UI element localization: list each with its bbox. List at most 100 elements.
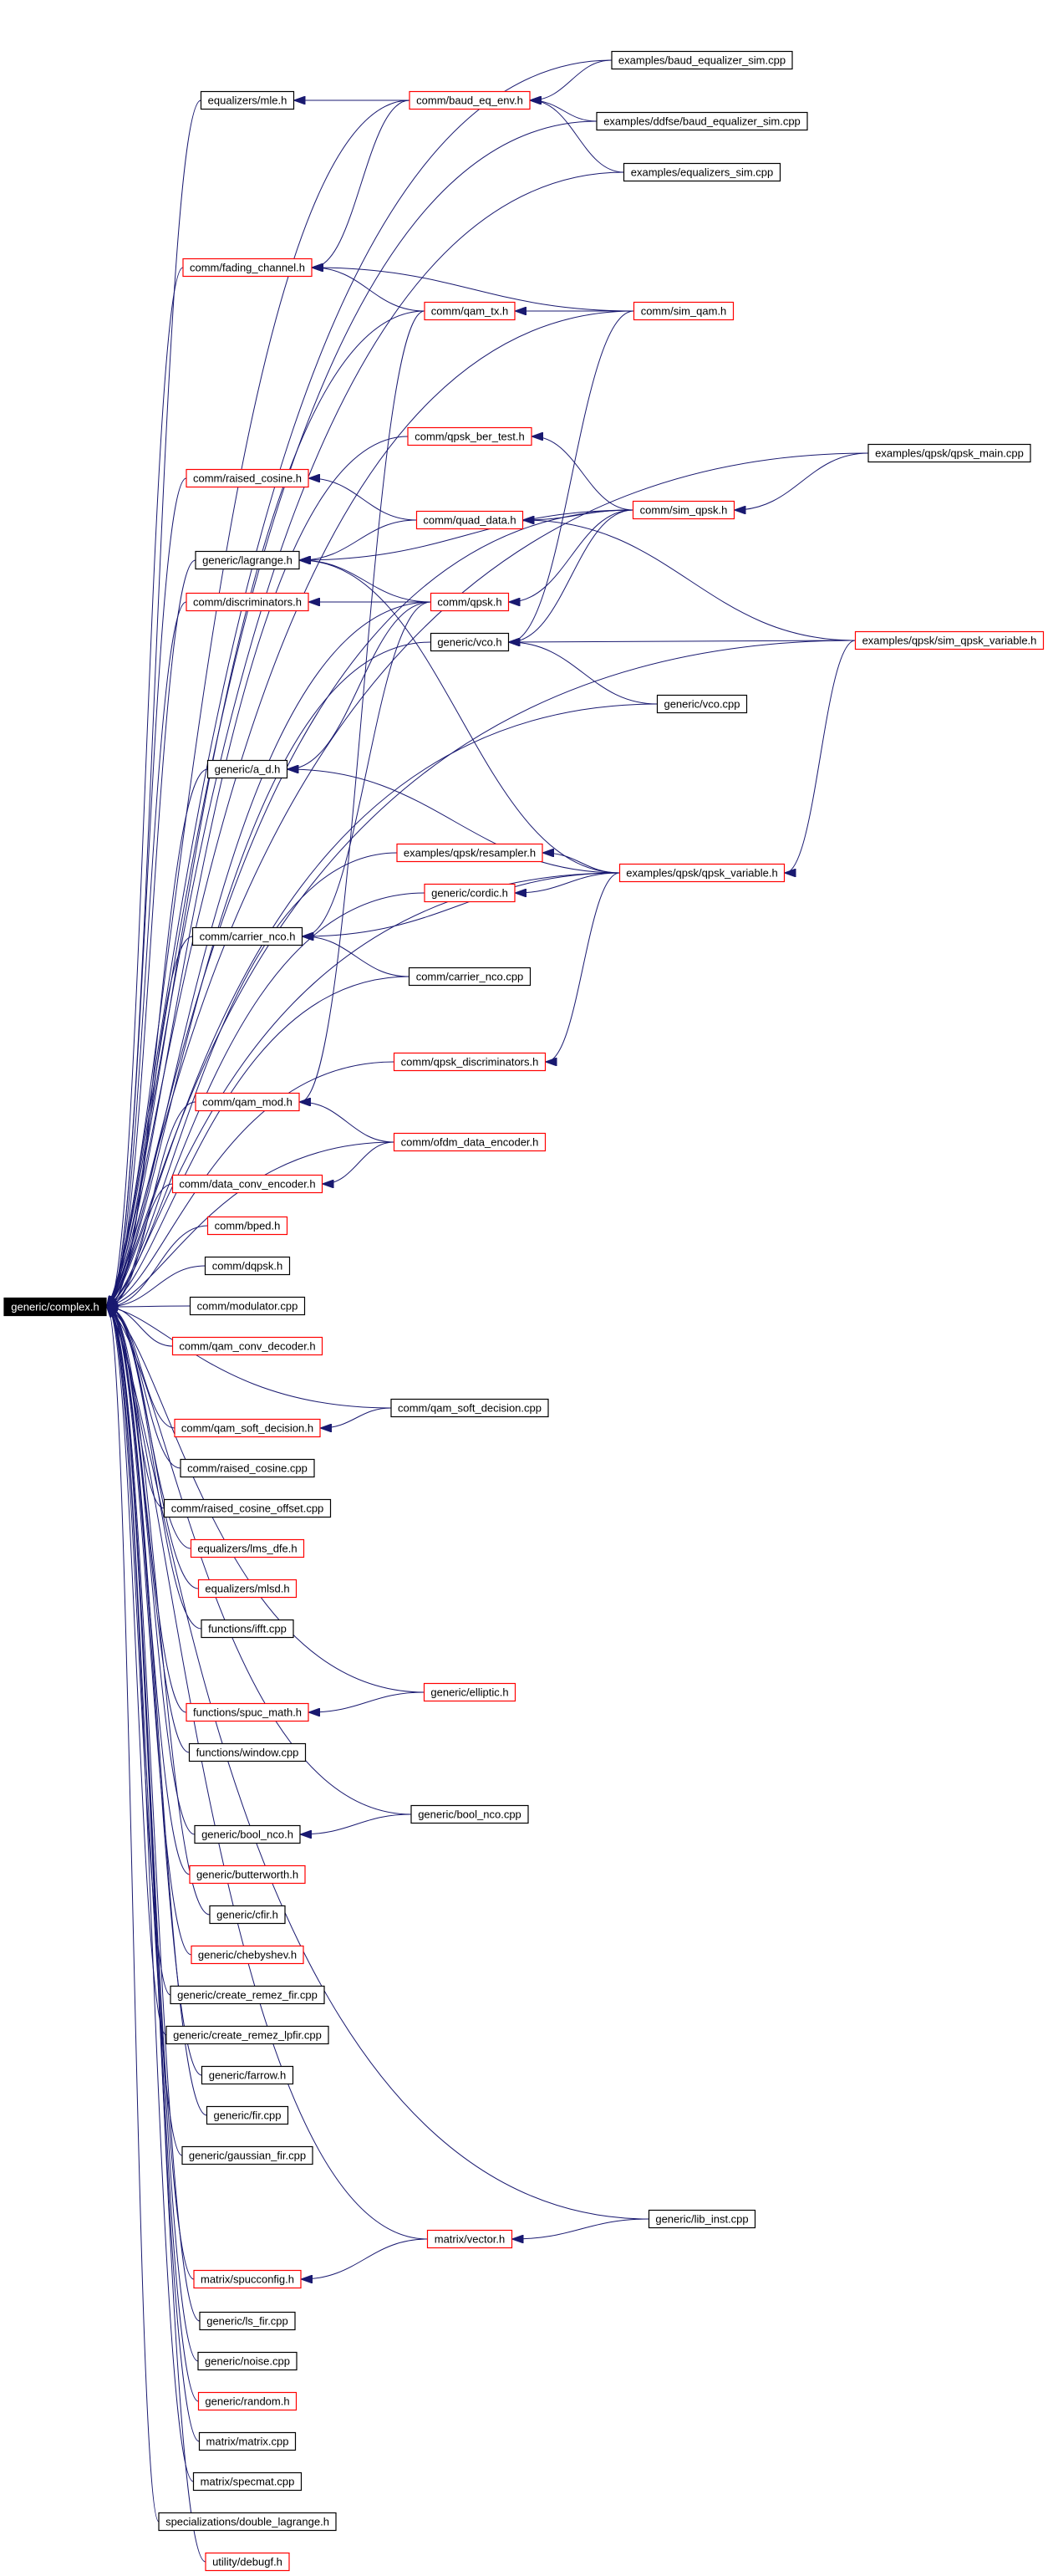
edge-generic-ls-fir-cpp-to-generic-complex-h bbox=[107, 1307, 201, 2322]
node-label: matrix/matrix.cpp bbox=[206, 2436, 289, 2448]
node-matrix-vector-h[interactable]: matrix/vector.h bbox=[426, 2229, 513, 2249]
node-comm-discriminators-h[interactable]: comm/discriminators.h bbox=[186, 592, 309, 612]
node-matrix-matrix-cpp[interactable]: matrix/matrix.cpp bbox=[198, 2431, 297, 2451]
node-box bbox=[165, 2025, 329, 2045]
edge-comm-qpsk-h-to-generic-complex-h bbox=[107, 601, 431, 1307]
node-comm-raised-cosine-h[interactable]: comm/raised_cosine.h bbox=[186, 468, 309, 488]
edge-comm-baud-eq-env-h-to-generic-complex-h bbox=[107, 99, 410, 1307]
node-matrix-spucconfig-h[interactable]: matrix/spucconfig.h bbox=[193, 2269, 302, 2289]
node-box bbox=[200, 90, 295, 110]
node-label: comm/modulator.cpp bbox=[197, 1300, 298, 1313]
node-box bbox=[201, 2065, 294, 2085]
node-generic-bool-nco-h[interactable]: generic/bool_nco.h bbox=[194, 1824, 301, 1844]
node-generic-farrow-h[interactable]: generic/farrow.h bbox=[201, 2065, 294, 2085]
edge-comm-qam-tx-h-to-comm-fading-channel-h bbox=[313, 268, 425, 312]
node-comm-quad-data-h[interactable]: comm/quad_data.h bbox=[415, 510, 524, 530]
node-box bbox=[189, 1864, 306, 1885]
edge-generic-bool-nco-cpp-to-generic-bool-nco-h bbox=[301, 1813, 412, 1834]
node-comm-qam-soft-decision-cpp[interactable]: comm/qam_soft_decision.cpp bbox=[390, 1398, 549, 1418]
node-equalizers-mlsd-h[interactable]: equalizers/mlsd.h bbox=[197, 1579, 298, 1599]
node-examples-qpsk-resampler-h[interactable]: examples/qpsk/resampler.h bbox=[396, 843, 543, 863]
node-comm-qpsk-discriminators-h[interactable]: comm/qpsk_discriminators.h bbox=[393, 1052, 547, 1072]
node-box bbox=[163, 1498, 332, 1518]
node-comm-qam-conv-decoder-h[interactable]: comm/qam_conv_decoder.h bbox=[171, 1336, 323, 1356]
node-box bbox=[195, 550, 300, 570]
node-label: generic/cordic.h bbox=[431, 887, 508, 900]
edge-generic-cordic-h-to-generic-complex-h bbox=[107, 892, 425, 1307]
node-generic-chebyshev-h[interactable]: generic/chebyshev.h bbox=[191, 1945, 304, 1965]
node-generic-lagrange-h[interactable]: generic/lagrange.h bbox=[195, 550, 300, 570]
node-comm-sim-qpsk-h[interactable]: comm/sim_qpsk.h bbox=[632, 500, 735, 520]
node-generic-noise-cpp[interactable]: generic/noise.cpp bbox=[197, 2351, 298, 2371]
node-label: examples/qpsk/qpsk_variable.h bbox=[626, 867, 777, 880]
edge-examples-ddfse-baud-equalizer-sim-cpp-to-generic-complex-h bbox=[107, 120, 598, 1307]
node-generic-fir-cpp[interactable]: generic/fir.cpp bbox=[206, 2105, 289, 2125]
node-box bbox=[186, 592, 309, 612]
node-comm-data-conv-encoder-h[interactable]: comm/data_conv_encoder.h bbox=[171, 1174, 323, 1194]
node-comm-qam-soft-decision-h[interactable]: comm/qam_soft_decision.h bbox=[174, 1418, 321, 1438]
node-comm-bped-h[interactable]: comm/bped.h bbox=[206, 1216, 288, 1236]
node-equalizers-mle-h[interactable]: equalizers/mle.h bbox=[200, 90, 295, 110]
node-comm-qam-mod-h[interactable]: comm/qam_mod.h bbox=[195, 1092, 300, 1112]
node-comm-carrier-nco-h[interactable]: comm/carrier_nco.h bbox=[191, 926, 303, 946]
edge-generic-fir-cpp-to-generic-complex-h bbox=[107, 1307, 207, 2116]
node-comm-raised-cosine-cpp[interactable]: comm/raised_cosine.cpp bbox=[180, 1458, 315, 1478]
node-examples-qpsk-qpsk-variable-h[interactable]: examples/qpsk/qpsk_variable.h bbox=[618, 863, 786, 883]
node-utility-debugf-h[interactable]: utility/debugf.h bbox=[205, 2552, 290, 2572]
node-generic-elliptic-h[interactable]: generic/elliptic.h bbox=[423, 1682, 516, 1702]
node-generic-lib-inst-cpp[interactable]: generic/lib_inst.cpp bbox=[648, 2209, 756, 2229]
node-box bbox=[199, 2311, 296, 2331]
node-label: generic/lagrange.h bbox=[202, 554, 292, 567]
node-box bbox=[180, 1458, 315, 1478]
node-generic-create-remez-lpfir-cpp[interactable]: generic/create_remez_lpfir.cpp bbox=[165, 2025, 329, 2045]
edge-comm-fading-channel-h-to-generic-complex-h bbox=[107, 267, 184, 1307]
node-box bbox=[197, 1579, 298, 1599]
node-examples-qpsk-qpsk-main-cpp[interactable]: examples/qpsk/qpsk_main.cpp bbox=[867, 443, 1031, 463]
node-examples-ddfse-baud-equalizer-sim-cpp[interactable]: examples/ddfse/baud_equalizer_sim.cpp bbox=[596, 111, 808, 131]
node-examples-baud-equalizer-sim-cpp[interactable]: examples/baud_equalizer_sim.cpp bbox=[611, 50, 793, 70]
edge-examples-qpsk-qpsk-main-cpp-to-generic-complex-h bbox=[107, 452, 869, 1307]
node-generic-create-remez-fir-cpp[interactable]: generic/create_remez_fir.cpp bbox=[170, 1985, 325, 2005]
node-generic-bool-nco-cpp[interactable]: generic/bool_nco.cpp bbox=[410, 1804, 529, 1824]
edge-generic-bool-nco-h-to-generic-complex-h bbox=[107, 1307, 196, 1835]
node-specializations-double-lagrange-h[interactable]: specializations/double_lagrange.h bbox=[158, 2512, 337, 2532]
node-generic-cordic-h[interactable]: generic/cordic.h bbox=[424, 883, 516, 903]
node-comm-qam-tx-h[interactable]: comm/qam_tx.h bbox=[424, 301, 516, 321]
node-comm-qpsk-h[interactable]: comm/qpsk.h bbox=[430, 592, 510, 612]
node-comm-raised-cosine-offset-cpp[interactable]: comm/raised_cosine_offset.cpp bbox=[163, 1498, 332, 1518]
node-comm-qpsk-ber-test-h[interactable]: comm/qpsk_ber_test.h bbox=[407, 426, 532, 446]
edge-comm-carrier-nco-cpp-to-generic-complex-h bbox=[107, 976, 410, 1307]
node-generic-random-h[interactable]: generic/random.h bbox=[197, 2391, 298, 2411]
node-comm-fading-channel-h[interactable]: comm/fading_channel.h bbox=[182, 258, 313, 278]
node-label: generic/complex.h bbox=[11, 1301, 99, 1314]
node-functions-spuc-math-h[interactable]: functions/spuc_math.h bbox=[186, 1702, 309, 1722]
node-comm-modulator-cpp[interactable]: comm/modulator.cpp bbox=[189, 1296, 306, 1316]
node-examples-qpsk-sim-qpsk-variable-h[interactable]: examples/qpsk/sim_qpsk_variable.h bbox=[854, 630, 1045, 650]
node-box bbox=[171, 1336, 323, 1356]
node-box bbox=[181, 2145, 313, 2165]
node-comm-carrier-nco-cpp[interactable]: comm/carrier_nco.cpp bbox=[408, 967, 532, 987]
edge-examples-qpsk-qpsk-main-cpp-to-comm-sim-qpsk-h bbox=[735, 452, 869, 510]
node-comm-baud-eq-env-h[interactable]: comm/baud_eq_env.h bbox=[409, 90, 531, 110]
node-generic-a-d-h[interactable]: generic/a_d.h bbox=[206, 759, 288, 779]
node-comm-ofdm-data-encoder-h[interactable]: comm/ofdm_data_encoder.h bbox=[393, 1132, 547, 1152]
edge-examples-qpsk-qpsk-variable-h-to-examples-qpsk-resampler-h bbox=[543, 853, 620, 874]
node-comm-dqpsk-h[interactable]: comm/dqpsk.h bbox=[204, 1256, 291, 1276]
edge-generic-elliptic-h-to-functions-spuc-math-h bbox=[309, 1691, 425, 1712]
edge-matrix-vector-h-to-generic-complex-h bbox=[107, 1307, 428, 2240]
node-box bbox=[204, 1256, 291, 1276]
node-comm-sim-qam-h[interactable]: comm/sim_qam.h bbox=[633, 301, 735, 321]
node-examples-equalizers-sim-cpp[interactable]: examples/equalizers_sim.cpp bbox=[623, 162, 781, 182]
edge-comm-sim-qpsk-h-to-comm-qpsk-ber-test-h bbox=[532, 436, 633, 511]
node-functions-ifft-cpp[interactable]: functions/ifft.cpp bbox=[201, 1619, 294, 1639]
node-matrix-specmat-cpp[interactable]: matrix/specmat.cpp bbox=[192, 2471, 303, 2492]
node-generic-vco-cpp[interactable]: generic/vco.cpp bbox=[656, 694, 748, 714]
node-generic-gaussian-fir-cpp[interactable]: generic/gaussian_fir.cpp bbox=[181, 2145, 313, 2165]
node-generic-butterworth-h[interactable]: generic/butterworth.h bbox=[189, 1864, 306, 1885]
node-generic-cfir-h[interactable]: generic/cfir.h bbox=[209, 1905, 286, 1925]
node-generic-ls-fir-cpp[interactable]: generic/ls_fir.cpp bbox=[199, 2311, 296, 2331]
node-equalizers-lms-dfe-h[interactable]: equalizers/lms_dfe.h bbox=[190, 1538, 305, 1558]
node-generic-vco-h[interactable]: generic/vco.h bbox=[430, 632, 510, 652]
node-box bbox=[867, 443, 1031, 463]
node-functions-window-cpp[interactable]: functions/window.cpp bbox=[188, 1742, 307, 1762]
